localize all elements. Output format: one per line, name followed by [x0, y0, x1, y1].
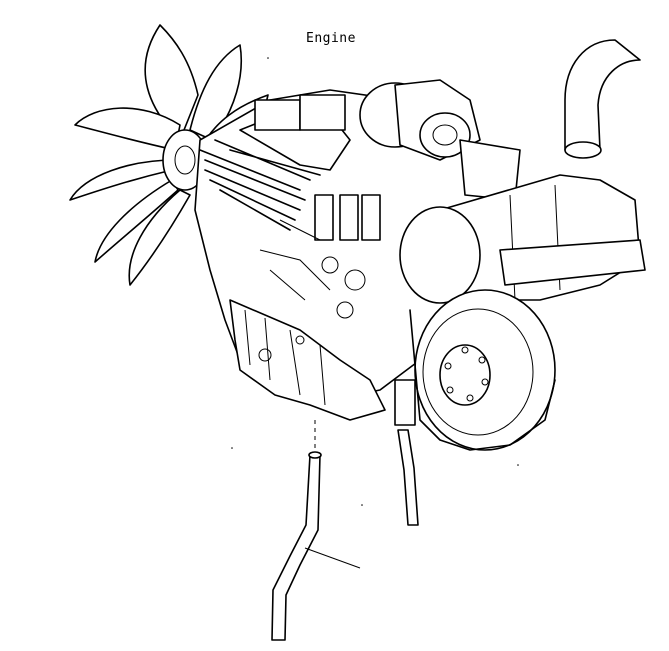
reference-dots — [231, 57, 519, 506]
flywheel — [394, 289, 556, 451]
dipstick-tube — [397, 429, 419, 526]
drain-pipe — [271, 420, 361, 641]
muffler — [399, 39, 646, 304]
engine-label: Engine — [306, 31, 356, 46]
turbo-assembly — [359, 79, 521, 201]
fan — [69, 24, 269, 286]
